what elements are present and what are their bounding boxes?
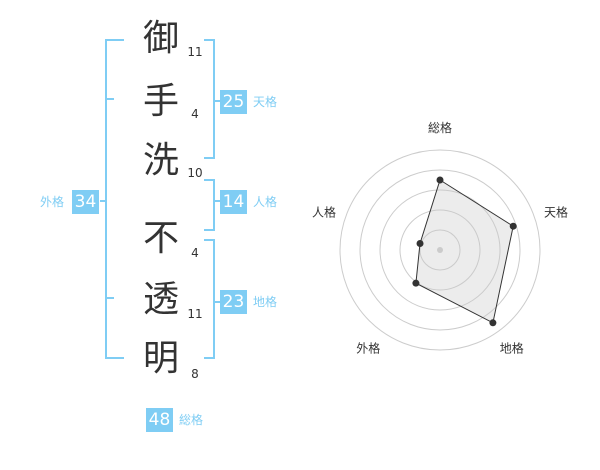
radar-axis-label: 外格	[356, 341, 380, 356]
tenkaku-score: 25	[220, 90, 247, 114]
outer-bracket	[105, 39, 124, 359]
name-char-3: 洗	[142, 140, 179, 181]
stroke-count-2: 4	[191, 107, 199, 121]
name-char-5: 透	[142, 279, 179, 320]
radar-point	[489, 319, 497, 327]
radar-point	[509, 222, 517, 230]
stroke-count-4: 4	[191, 246, 199, 260]
radar-point	[436, 176, 444, 184]
stroke-count-5: 11	[187, 307, 203, 321]
jinkaku-bracket	[204, 179, 215, 231]
radar-axis-label: 地格	[500, 341, 524, 356]
name-char-6: 明	[142, 338, 179, 379]
chikaku-bracket	[204, 239, 215, 359]
radar-point	[412, 279, 420, 287]
radar-grid-ring	[419, 229, 461, 271]
radar-center-dot	[437, 247, 443, 253]
jinkaku-score: 14	[220, 190, 247, 214]
chikaku-label: 地格	[253, 295, 278, 309]
gaikaku-score: 34	[72, 190, 99, 214]
radar-grid-ring	[399, 209, 481, 291]
radar-axis-label: 総格	[428, 120, 452, 135]
name-char-2: 手	[142, 81, 179, 122]
stroke-count-3: 10	[187, 166, 203, 180]
name-char-1: 御	[142, 18, 179, 59]
soukaku-label: 総格	[179, 413, 204, 427]
gaikaku-label: 外格	[40, 195, 65, 209]
stroke-count-1: 11	[187, 45, 203, 59]
radar-grid-ring	[359, 169, 521, 331]
radar-axis-label: 天格	[544, 204, 568, 219]
radar-grid-ring	[339, 149, 541, 351]
chikaku-score: 23	[220, 290, 247, 314]
tenkaku-label: 天格	[253, 95, 278, 109]
jinkaku-label: 人格	[253, 195, 278, 209]
soukaku-score: 48	[146, 408, 173, 432]
tenkaku-bracket	[204, 39, 215, 159]
radar-point	[416, 240, 424, 248]
name-char-4: 不	[142, 218, 179, 259]
radar-grid-ring	[379, 189, 501, 311]
radar-axis-label: 人格	[312, 204, 336, 219]
radar-polygon	[415, 179, 514, 324]
stroke-count-6: 8	[191, 367, 199, 381]
